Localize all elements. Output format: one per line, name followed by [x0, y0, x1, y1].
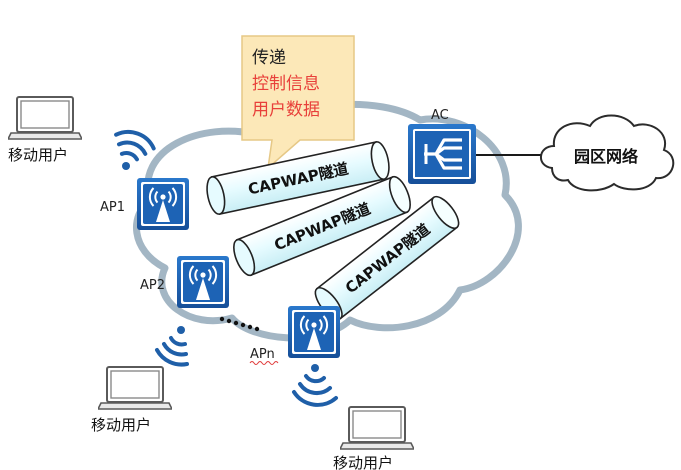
spellcheck-underline [249, 361, 279, 365]
callout-title: 传递 [252, 48, 286, 68]
ac-icon [408, 124, 476, 184]
wifi-signal-icon [292, 364, 338, 407]
laptop-icon [340, 406, 414, 450]
callout-user-data: 用户数据 [252, 100, 320, 120]
mobile-user-label: 移动用户 [8, 146, 68, 164]
mobile-user-label: 移动用户 [91, 416, 151, 434]
laptop-icon [98, 366, 172, 410]
ap-icon [177, 256, 229, 308]
callout-control-info: 控制信息 [252, 74, 320, 94]
campus-network-label: 园区网络 [574, 147, 638, 166]
wifi-signal-icon [114, 129, 156, 170]
ap1-label: AP1 [100, 200, 125, 215]
ap2-label: AP2 [140, 278, 165, 293]
campus-network: 园区网络 [540, 114, 675, 192]
more-aps-dots [219, 316, 260, 332]
ac-label: AC [431, 108, 449, 123]
ac-controller: AC [408, 108, 476, 184]
cloud-icon [540, 114, 675, 192]
ap-icon [137, 178, 189, 230]
ap-n: APn [249, 306, 340, 365]
ap-1: AP1 [100, 178, 189, 230]
mobile-user-3: 移动用户 [333, 406, 414, 470]
apn-label: APn [250, 347, 275, 362]
laptop-icon [8, 96, 82, 140]
ap-2: AP2 [140, 256, 229, 308]
wifi-signal-icon [155, 326, 189, 367]
callout-bubble: 传递 控制信息 用户数据 [241, 35, 355, 170]
mobile-user-label: 移动用户 [333, 454, 393, 470]
mobile-user-2: 移动用户 [91, 366, 172, 434]
mobile-user-1: 移动用户 [8, 96, 82, 164]
ap-icon [288, 306, 340, 358]
